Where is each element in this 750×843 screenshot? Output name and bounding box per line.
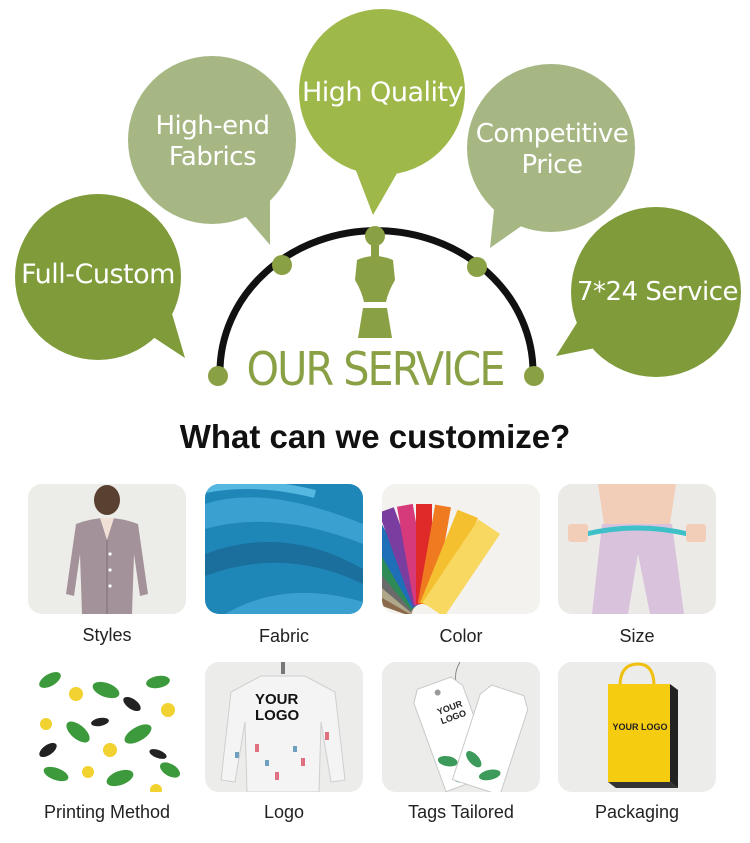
color-label: Color [439, 626, 483, 646]
arch-dot-top [365, 226, 385, 246]
our-service-section: Full-Custom High-end Fabrics High Qualit… [0, 0, 750, 400]
bubble-24-service: 7*24 Service [575, 268, 740, 316]
customize-heading: What can we customize? [179, 418, 571, 455]
bubble-high-quality-shape [299, 9, 465, 215]
printing-method-label: Printing Method [43, 802, 171, 822]
color-swatch-photo-icon [382, 484, 540, 614]
leaf-print-photo-icon [28, 662, 186, 792]
bubble-competitive-price: Competitive Price [468, 110, 636, 190]
bubble-competitive-line2: Price [521, 150, 583, 180]
fabric-card[interactable] [205, 484, 363, 614]
bubble-24-service-text: 7*24 Service [577, 276, 738, 307]
bubble-competitive-price-shape [467, 64, 635, 248]
bag-logo-text: YOUR LOGO [612, 722, 668, 732]
bubble-high-end-fabrics-shape [128, 56, 296, 245]
blue-fabric-photo-icon [205, 484, 363, 614]
bubble-competitive-line1: Competitive [475, 119, 629, 150]
arch-dot-left [208, 366, 228, 386]
bubble-24-service-shape [556, 207, 741, 377]
hang-tag-photo-icon [382, 662, 540, 792]
bubble-full-custom-shape [15, 194, 185, 360]
logo-card[interactable]: YOUR LOGO [205, 662, 363, 792]
packaging-card[interactable]: YOUR LOGO [558, 662, 716, 792]
bubble-high-quality-text: High Quality [301, 76, 464, 108]
bubble-full-custom-text: Full-Custom [21, 259, 175, 291]
bubble-high-end-line2: Fabrics [168, 142, 257, 172]
arch-dot-right [524, 366, 544, 386]
fabric-label: Fabric [258, 626, 309, 646]
bubble-full-custom: Full-Custom [18, 250, 178, 300]
packaging-label: Packaging [594, 802, 680, 822]
shopping-bag-photo-icon [558, 662, 716, 792]
printing-method-card[interactable] [28, 662, 186, 792]
styles-card[interactable] [28, 484, 186, 614]
styles-label: Styles [82, 625, 132, 645]
logo-label: Logo [263, 802, 305, 822]
measuring-tape-photo-icon [558, 484, 716, 614]
logo-shirt-text: YOUR LOGO [255, 692, 315, 724]
bubble-high-end-line1: High-end [155, 111, 270, 142]
tags-tailored-card[interactable]: YOUR LOGO [382, 662, 540, 792]
arch-dot-upper-left [272, 255, 292, 275]
size-card[interactable] [558, 484, 716, 614]
tags-tailored-label: Tags Tailored [408, 802, 514, 822]
logo-shirt-photo-icon [205, 662, 363, 792]
size-label: Size [619, 626, 655, 646]
bubble-high-quality: High Quality [300, 70, 465, 115]
our-service-title: OUR SERVICE [246, 342, 506, 396]
bubble-high-end-fabrics: High-end Fabrics [135, 102, 290, 182]
color-card[interactable] [382, 484, 540, 614]
service-graphic [15, 9, 741, 386]
arch-dot-upper-right [467, 257, 487, 277]
logo-shirt-line1: YOUR [255, 691, 299, 708]
dress-form-icon [355, 244, 395, 338]
pajama-photo-icon [28, 484, 186, 614]
logo-shirt-line2: LOGO [255, 707, 300, 724]
